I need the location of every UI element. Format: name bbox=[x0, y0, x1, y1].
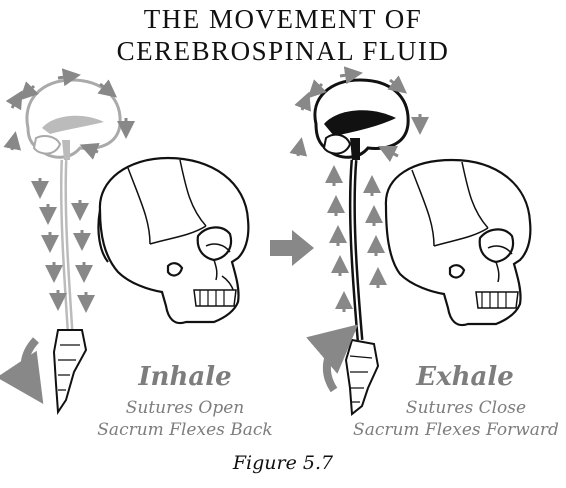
inhale-flow-arrows bbox=[3, 68, 135, 313]
exhale-label: Exhale bbox=[416, 362, 514, 392]
inhale-sacrum bbox=[52, 329, 88, 415]
figure-caption: Figure 5.7 bbox=[232, 452, 334, 474]
exhale-sacrum-text: Sacrum Flexes Forward bbox=[353, 420, 559, 440]
inhale-label: Inhale bbox=[138, 362, 232, 392]
inhale-sacrum-arrow bbox=[0, 337, 44, 404]
exhale-skull bbox=[384, 158, 532, 327]
exhale-brain-spine bbox=[313, 78, 410, 341]
transition-arrow bbox=[270, 230, 314, 266]
title-line-2: CEREBROSPINAL FLUID bbox=[116, 36, 450, 66]
inhale-sacrum-text: Sacrum Flexes Back bbox=[97, 420, 273, 440]
exhale-sacrum-arrow bbox=[306, 324, 359, 393]
exhale-flow-arrows bbox=[289, 66, 429, 312]
inhale-sutures-text: Sutures Open bbox=[125, 398, 245, 418]
title-line-1: THE MOVEMENT OF bbox=[143, 4, 423, 34]
inhale-skull bbox=[97, 156, 250, 325]
exhale-sutures-text: Sutures Close bbox=[405, 398, 527, 418]
inhale-brain-spine bbox=[25, 78, 122, 331]
